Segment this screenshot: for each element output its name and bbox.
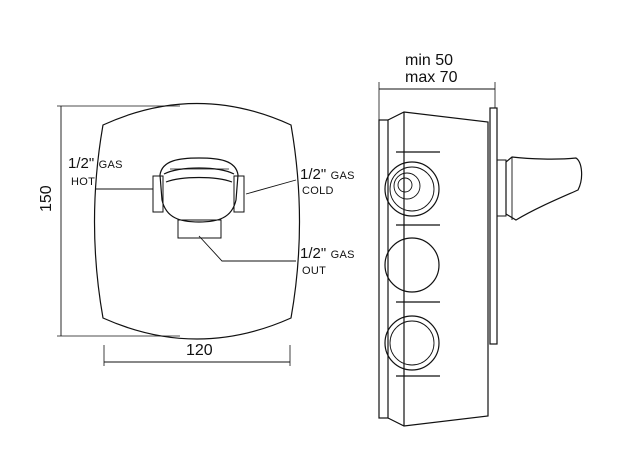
cold-leader bbox=[245, 179, 297, 195]
depth-max-label: max 70 bbox=[405, 69, 458, 86]
out-connection-label: 1/2" GAS bbox=[300, 245, 355, 262]
port-circle-top bbox=[384, 161, 440, 217]
cold-connection-label: 1/2" GAS bbox=[300, 166, 355, 183]
handle-side bbox=[505, 156, 583, 221]
width-dimension-label: 120 bbox=[186, 342, 213, 359]
mounting-flange bbox=[378, 119, 389, 419]
cover-plate-outline bbox=[93, 102, 301, 340]
hot-label: HOT bbox=[71, 176, 96, 188]
out-leader bbox=[198, 235, 296, 262]
out-label: OUT bbox=[302, 265, 327, 277]
port-circle-bottom bbox=[384, 315, 440, 371]
box-body bbox=[387, 111, 489, 427]
height-dimension-label: 150 bbox=[38, 185, 55, 212]
cold-label: COLD bbox=[302, 185, 334, 197]
depth-min-label: min 50 bbox=[405, 52, 454, 69]
hot-connection-label: 1/2" GAS bbox=[68, 155, 123, 172]
cover-plate-side bbox=[489, 107, 498, 345]
port-circle-middle bbox=[384, 237, 440, 293]
